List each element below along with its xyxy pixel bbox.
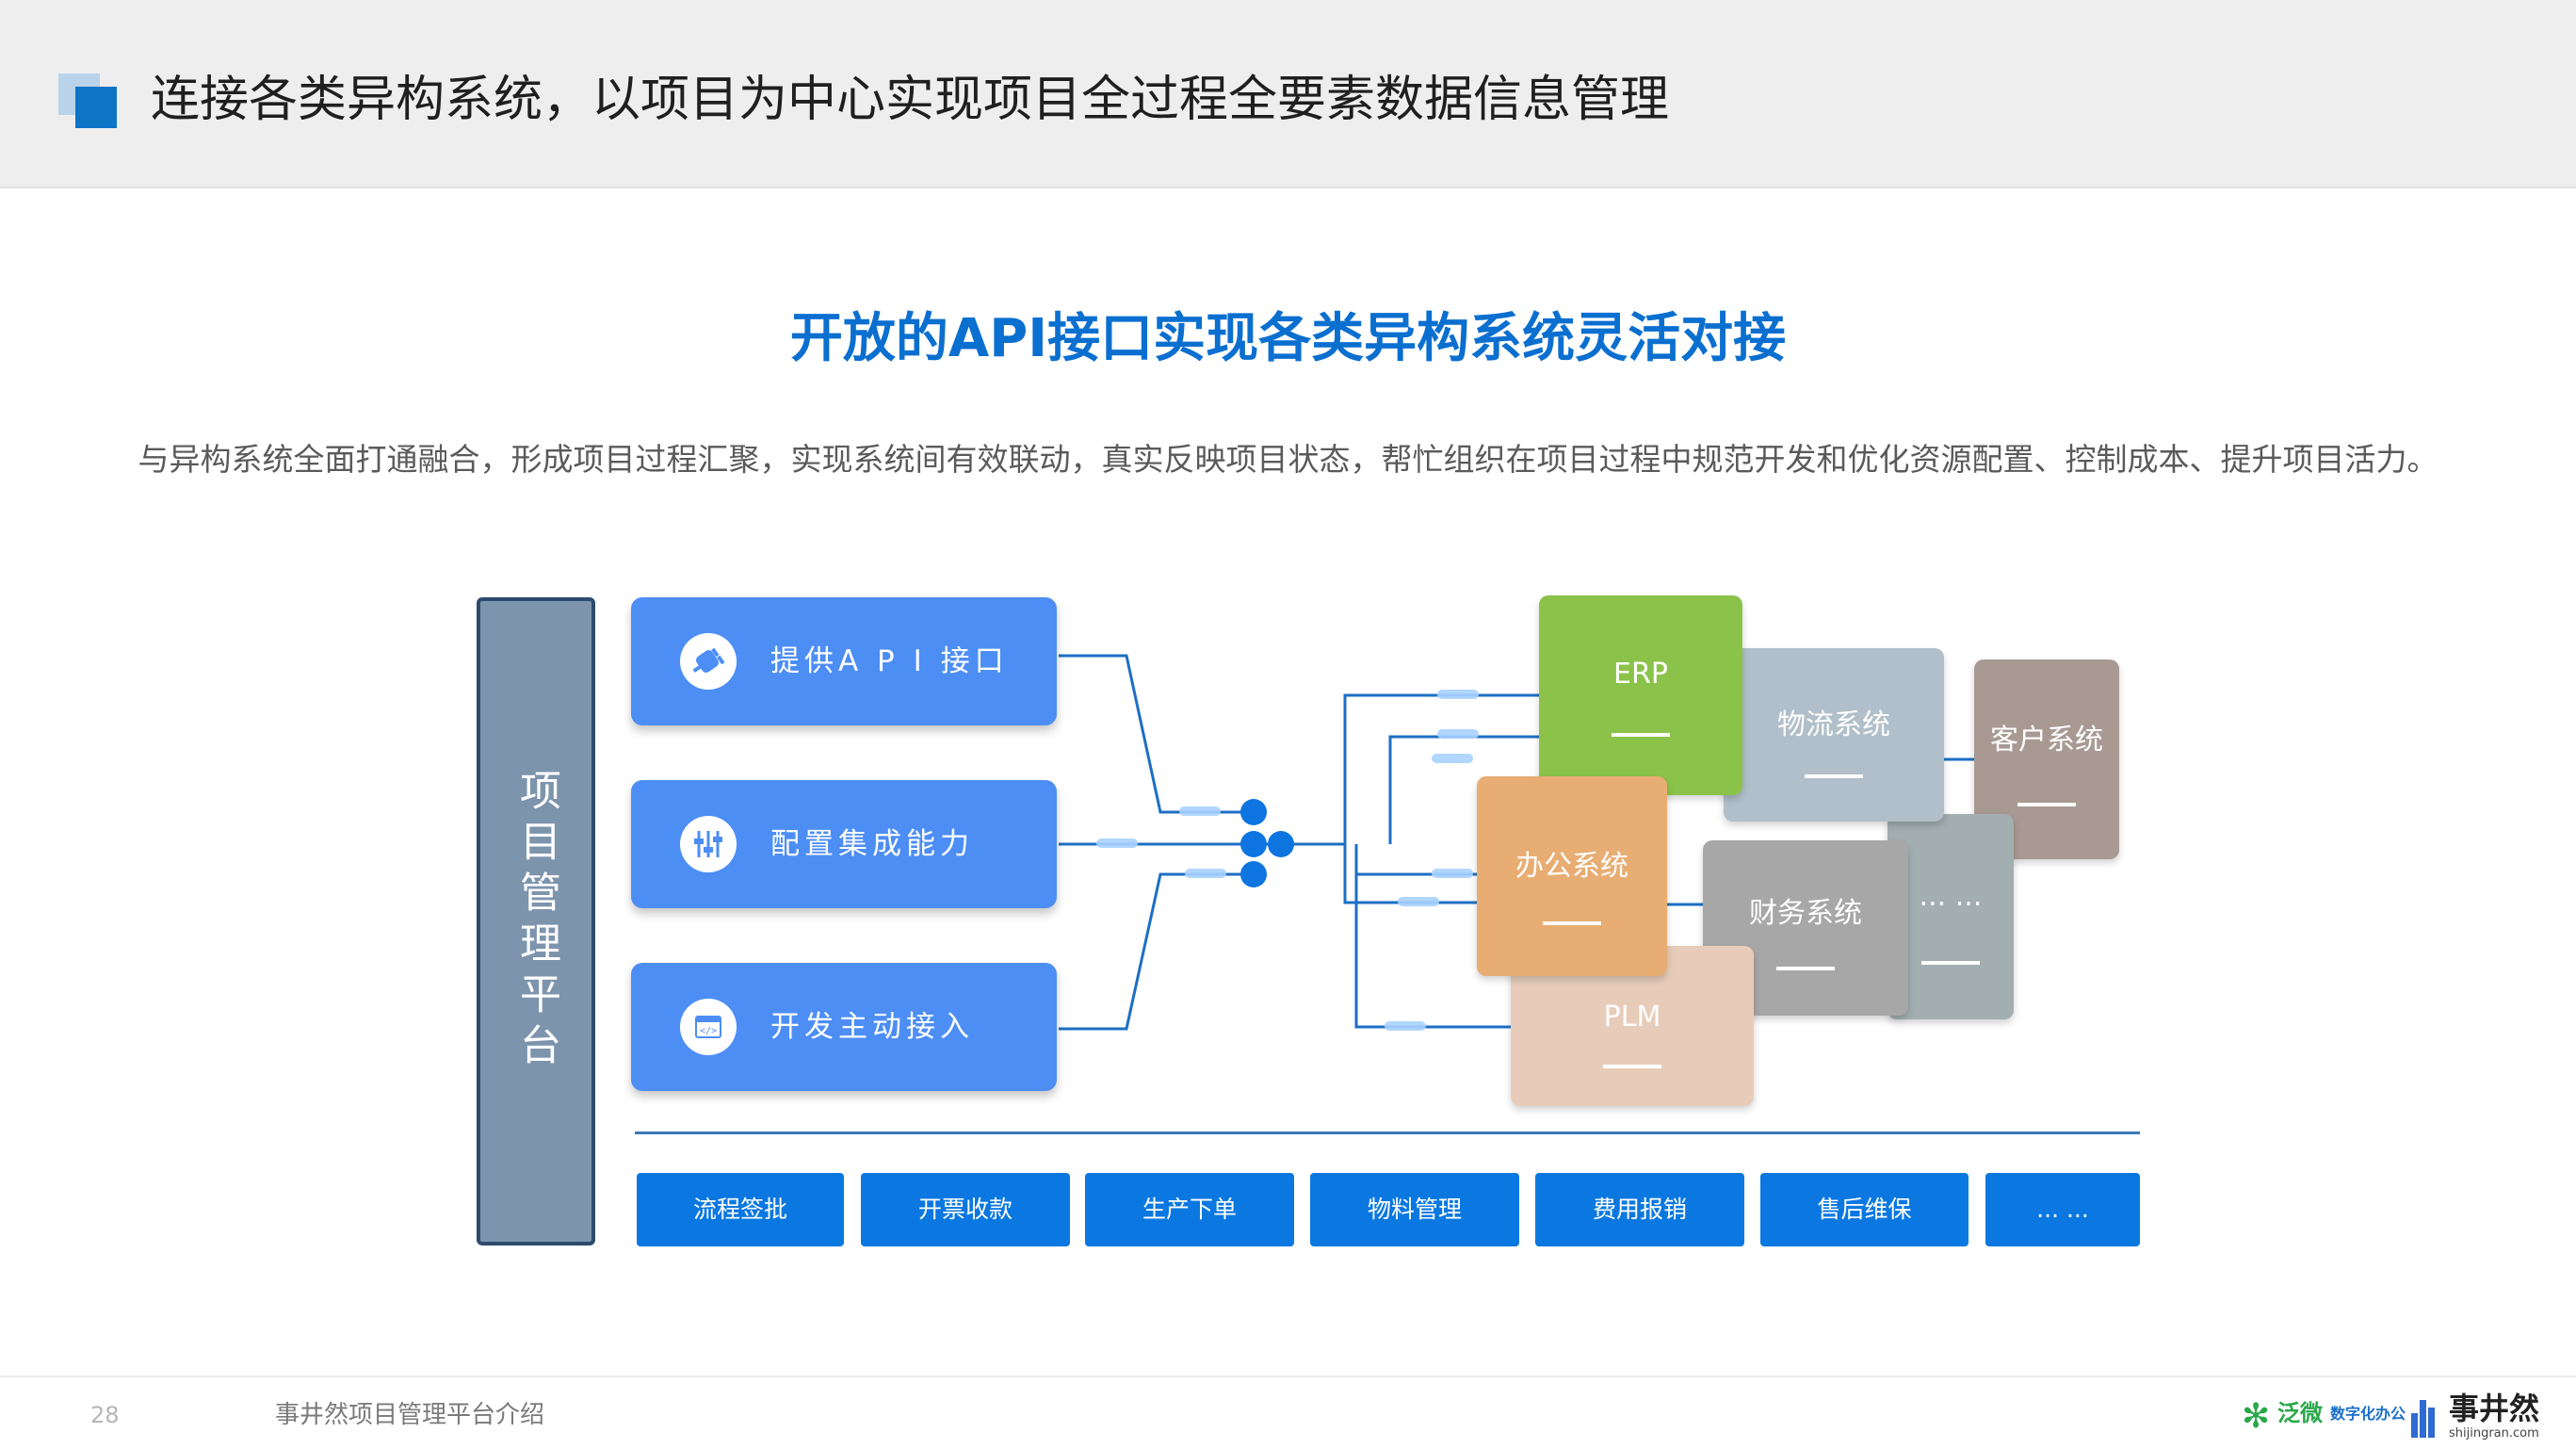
code-window-icon: </> <box>680 999 737 1055</box>
platform-label: 项目管理平台 <box>512 769 560 1074</box>
hub-node <box>1240 799 1267 825</box>
signal-glow-mark <box>1398 897 1439 906</box>
connector-line-develop <box>1059 872 1253 1031</box>
process-button[interactable]: 售后维保 <box>1760 1173 1968 1246</box>
signal-glow-mark <box>1432 754 1473 763</box>
connector-line-api <box>1059 654 1253 814</box>
system-divider <box>1543 921 1601 925</box>
system-card-logistics[interactable]: 物流系统 <box>1724 648 1944 822</box>
system-card-erp[interactable]: ERP <box>1539 595 1742 795</box>
header-square-icon-front <box>75 87 117 128</box>
system-divider <box>1921 961 1980 965</box>
signal-glow-mark <box>1437 690 1479 699</box>
system-divider <box>1612 733 1670 737</box>
slide-header: 连接各类异构系统，以项目为中心实现项目全过程全要素数据信息管理 <box>0 0 2576 188</box>
connector-line-plm <box>1354 844 1513 1029</box>
system-divider <box>1603 1065 1661 1068</box>
shijingran-bars-icon <box>2411 1400 2441 1438</box>
weaver-logo-name: 泛微 <box>2277 1400 2323 1426</box>
system-label: 财务系统 <box>1749 897 1862 930</box>
weaver-logo-subtitle: 数字化办公 <box>2330 1405 2406 1423</box>
system-label: 物流系统 <box>1777 708 1890 741</box>
feature-card-develop[interactable]: </> 开发主动接入 <box>631 963 1057 1091</box>
feature-label: 提供A P I 接口 <box>770 644 1009 678</box>
signal-glow-mark <box>1432 869 1473 878</box>
process-button[interactable]: 流程签批 <box>637 1173 844 1246</box>
system-card-more[interactable]: ... ... <box>1887 814 2014 1019</box>
intro-paragraph: 与异构系统全面打通融合，形成项目过程汇聚，实现系统间有效联动，真实反映项目状态，… <box>138 441 2438 478</box>
system-divider <box>1805 774 1863 778</box>
shijingran-logo-name: 事井然 <box>2449 1391 2540 1426</box>
hub-node <box>1240 861 1267 887</box>
system-divider <box>2017 803 2076 806</box>
plug-icon <box>680 633 737 690</box>
weaver-logo: ✻ 泛微 数字化办公 <box>2242 1394 2406 1441</box>
page-title: 连接各类异构系统，以项目为中心实现项目全过程全要素数据信息管理 <box>151 72 1670 128</box>
hub-node <box>1268 831 1294 857</box>
signal-glow-mark <box>1185 869 1226 878</box>
hub-node <box>1240 831 1267 857</box>
signal-glow-mark <box>1179 806 1221 816</box>
process-button[interactable]: 费用报销 <box>1535 1173 1744 1246</box>
shijingran-logo-url: shijingran.com <box>2449 1426 2539 1441</box>
feature-card-config[interactable]: 配置集成能力 <box>631 780 1057 908</box>
process-button[interactable]: 物料管理 <box>1310 1173 1519 1246</box>
sliders-icon <box>680 816 737 872</box>
system-divider <box>1776 967 1835 970</box>
svg-text:</>: </> <box>700 1026 717 1036</box>
weaver-leaf-icon: ✻ <box>2242 1397 2271 1436</box>
signal-glow-marks <box>1096 690 1479 1031</box>
process-button[interactable]: 开票收款 <box>861 1173 1070 1246</box>
feature-label: 开发主动接入 <box>770 1010 974 1044</box>
system-label: ERP <box>1613 658 1668 691</box>
platform-block: 项目管理平台 <box>477 597 595 1245</box>
shijingran-logo: 事井然 shijingran.com <box>2411 1389 2543 1445</box>
system-label: PLM <box>1603 1001 1661 1034</box>
signal-glow-mark <box>1096 838 1138 848</box>
process-button[interactable]: ... ... <box>1985 1173 2140 1246</box>
feature-label: 配置集成能力 <box>770 827 974 861</box>
system-label: 客户系统 <box>1990 724 2103 757</box>
process-button[interactable]: 生产下单 <box>1085 1173 1294 1246</box>
process-baseline <box>635 1132 2140 1134</box>
feature-card-api[interactable]: 提供A P I 接口 <box>631 597 1057 725</box>
system-card-office[interactable]: 办公系统 <box>1477 776 1667 976</box>
signal-glow-mark <box>1385 1021 1426 1031</box>
connector-line-erp-2 <box>1388 735 1541 844</box>
hub-nodes <box>1240 799 1294 887</box>
system-label: 办公系统 <box>1515 850 1628 883</box>
system-label: ... ... <box>1919 880 1983 913</box>
footer-divider <box>0 1376 2576 1377</box>
footer-caption: 事井然项目管理平台介绍 <box>275 1401 545 1429</box>
footer-logos: ✻ 泛微 数字化办公 事井然 shijingran.com <box>2242 1389 2543 1445</box>
signal-glow-mark <box>1437 729 1479 739</box>
page-number: 28 <box>90 1402 120 1428</box>
section-headline: 开放的API接口实现各类异构系统灵活对接 <box>789 308 1787 369</box>
